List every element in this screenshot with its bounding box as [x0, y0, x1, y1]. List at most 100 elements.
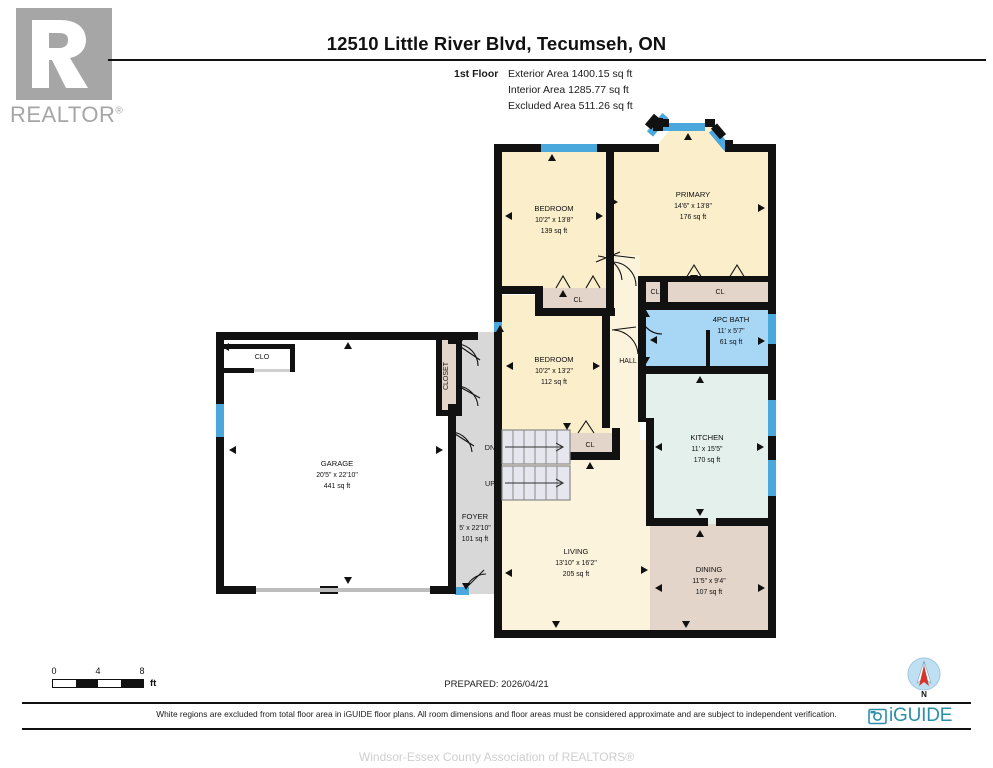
wall-cl-hall-left — [638, 278, 646, 308]
door-leaf-closet-a — [457, 344, 481, 361]
scale-seg-3 — [98, 680, 121, 687]
walls — [216, 113, 776, 638]
arrow-bath-right — [758, 337, 765, 345]
scale-unit: ft — [150, 678, 157, 689]
stairs-up-arrow — [505, 478, 565, 488]
door-leaf-hall-b — [595, 251, 621, 263]
arrow-primary-right — [758, 204, 765, 212]
wall-bay-corner-right — [725, 140, 733, 152]
wall-clo-bottom-a — [224, 368, 254, 373]
arrow-garage-left — [229, 446, 236, 454]
door-leaf-bath — [639, 311, 642, 336]
bedroom-1-fill — [498, 148, 610, 290]
door-arc-hall-a — [611, 261, 637, 287]
door-arc-bath — [639, 311, 663, 335]
wall-bay-corner-left — [653, 118, 663, 131]
wall-bath-left — [638, 306, 646, 376]
wall-foyer-living — [494, 520, 502, 638]
arrow-bed2-left — [506, 362, 513, 370]
garage-name: GARAGE — [321, 459, 354, 468]
door-cl-bed2 — [577, 420, 595, 434]
room-labels: BEDROOM 10'2" x 13'8" 139 sq ft PRIMARY … — [255, 190, 749, 596]
scale-tick-0: 0 — [51, 666, 57, 676]
bedroom-1-area: 139 sq ft — [541, 228, 568, 235]
arrow-bed2-bottom — [563, 423, 571, 430]
wall-cl-bed1-left — [535, 286, 543, 316]
arrow-cl-primary — [690, 275, 698, 282]
wall-bottom — [494, 630, 776, 638]
garage-door-panel — [256, 588, 430, 592]
scale-seg-2 — [75, 680, 98, 687]
cl-bedroom2-label: CL — [586, 442, 595, 449]
door-arc-hall-b — [597, 255, 623, 281]
arrow-kitchen-top — [696, 376, 704, 383]
compass-rose: N — [897, 656, 951, 704]
window-foyer-bottom — [455, 587, 469, 595]
door-leaf-foyer — [465, 569, 485, 589]
living-name: LIVING — [564, 547, 589, 556]
realtor-logo: REALTOR® — [8, 6, 126, 127]
wall-garage-bottom-c — [430, 586, 456, 594]
dining-fill — [650, 524, 772, 635]
floor-label: 1st Floor — [454, 68, 499, 80]
cl-bedroom1-fill — [543, 288, 613, 310]
wall-garage-right-upper — [448, 332, 456, 344]
arrow-primary-left — [611, 198, 618, 206]
arrow-garage-top — [344, 342, 352, 349]
wall-top-b — [597, 144, 659, 152]
header-divider — [108, 59, 986, 61]
arrow-bath-down — [642, 357, 650, 364]
wall-bed1-primary — [606, 144, 614, 262]
iguide-camera-icon — [868, 708, 887, 725]
kitchen-name: KITCHEN — [690, 433, 723, 442]
scale-bar: 0 4 8 ft — [51, 666, 202, 696]
door-arc-closet-b — [457, 385, 479, 407]
bath-dimensions: 11' x 5'7" — [717, 328, 745, 335]
arrow-clo-left — [222, 343, 229, 351]
disclaimer-text: White regions are excluded from total fl… — [156, 709, 837, 719]
wall-garage-right-lower — [448, 404, 456, 594]
arrow-living-bottom — [552, 621, 560, 628]
bedroom-1-name: BEDROOM — [534, 204, 573, 213]
window-kitchen-right-1 — [768, 396, 776, 440]
scale-tick-8: 8 — [139, 666, 145, 676]
exterior-area: Exterior Area 1400.15 sq ft — [508, 68, 633, 80]
arrow-kitchen-right — [757, 443, 764, 451]
wall-garage-bottom-a — [216, 586, 256, 594]
arrow-bath-top — [642, 310, 650, 317]
wall-hall-left-upper — [606, 262, 614, 316]
wall-cl-divider — [660, 278, 668, 304]
closet-vertical-label: CLOSET — [443, 361, 450, 390]
bedroom-2-dimensions: 10'2" x 13'2" — [535, 368, 573, 375]
window-bedroom1-top — [541, 144, 597, 152]
primary-fill — [614, 127, 772, 288]
wall-right-a — [768, 144, 776, 314]
closet-vertical-fill — [440, 340, 458, 412]
arrow-dining-right — [758, 584, 765, 592]
wall-kitchen-bottom-a — [646, 518, 708, 526]
iguide-wordmark: iGUIDE — [889, 705, 953, 726]
living-dimensions: 13'10" x 16'2" — [555, 560, 597, 567]
wall-kitchen-left-b — [646, 418, 654, 524]
arrow-foyer-door — [462, 583, 470, 590]
scale-seg-1 — [53, 680, 76, 687]
wall-bay-node-r — [705, 119, 715, 127]
arrow-closet-v-top — [456, 338, 464, 345]
door-arc-hall-c — [613, 329, 639, 355]
arrow-living-left — [505, 569, 512, 577]
wall-bath-bottom — [638, 366, 776, 374]
scale-seg-4 — [120, 680, 143, 687]
wall-right-c — [768, 436, 776, 460]
window-bath-right — [768, 312, 776, 348]
wall-kitchen-bottom-b — [716, 518, 776, 526]
room-fills — [220, 127, 772, 635]
wall-top-a — [494, 144, 541, 152]
stairs-down-arrow — [505, 442, 565, 452]
wall-left-a — [494, 144, 502, 319]
wall-bath-partition — [706, 330, 710, 368]
hall-fill — [610, 255, 640, 445]
door-cl-primary-b — [728, 263, 746, 279]
dining-name: DINING — [696, 565, 723, 574]
arrow-kitchen-bottom — [696, 509, 704, 516]
wall-garage-left-a — [216, 332, 224, 404]
